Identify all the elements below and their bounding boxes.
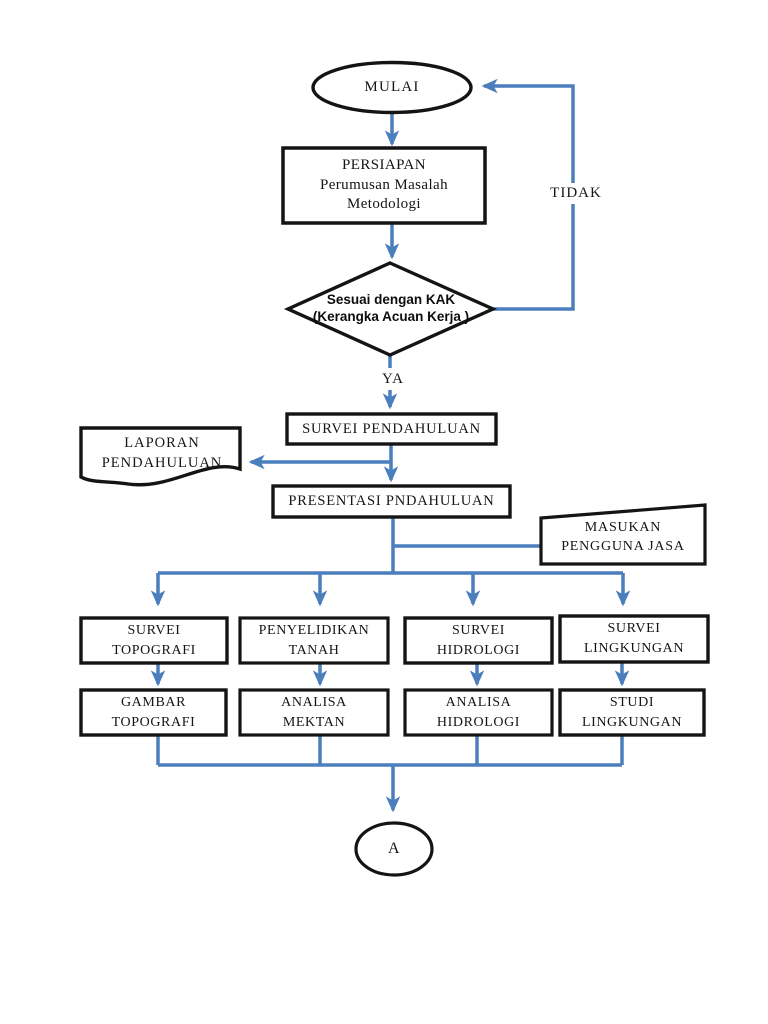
presentasi-shape	[271, 484, 512, 519]
survei-hidrologi-shape	[403, 616, 554, 665]
penyelidikan-tanah-shape	[238, 616, 390, 665]
gambar-topografi-shape	[79, 688, 228, 737]
mulai-terminator-shape	[311, 60, 473, 115]
persiapan-process-shape	[281, 146, 487, 225]
connector-a-shape	[354, 821, 434, 877]
masukan-input-shape	[539, 503, 707, 566]
edge-tidak-loop	[481, 78, 575, 311]
studi-lingkungan-shape	[558, 688, 706, 737]
analisa-hidrologi-shape	[403, 688, 554, 737]
kak-decision-diamond	[283, 261, 498, 357]
survei-topografi-shape	[79, 616, 229, 665]
survei-pendahuluan-shape	[285, 412, 498, 446]
laporan-document-shape	[79, 426, 242, 487]
analisa-mektan-shape	[238, 688, 390, 737]
survei-lingkungan-shape	[558, 614, 710, 664]
